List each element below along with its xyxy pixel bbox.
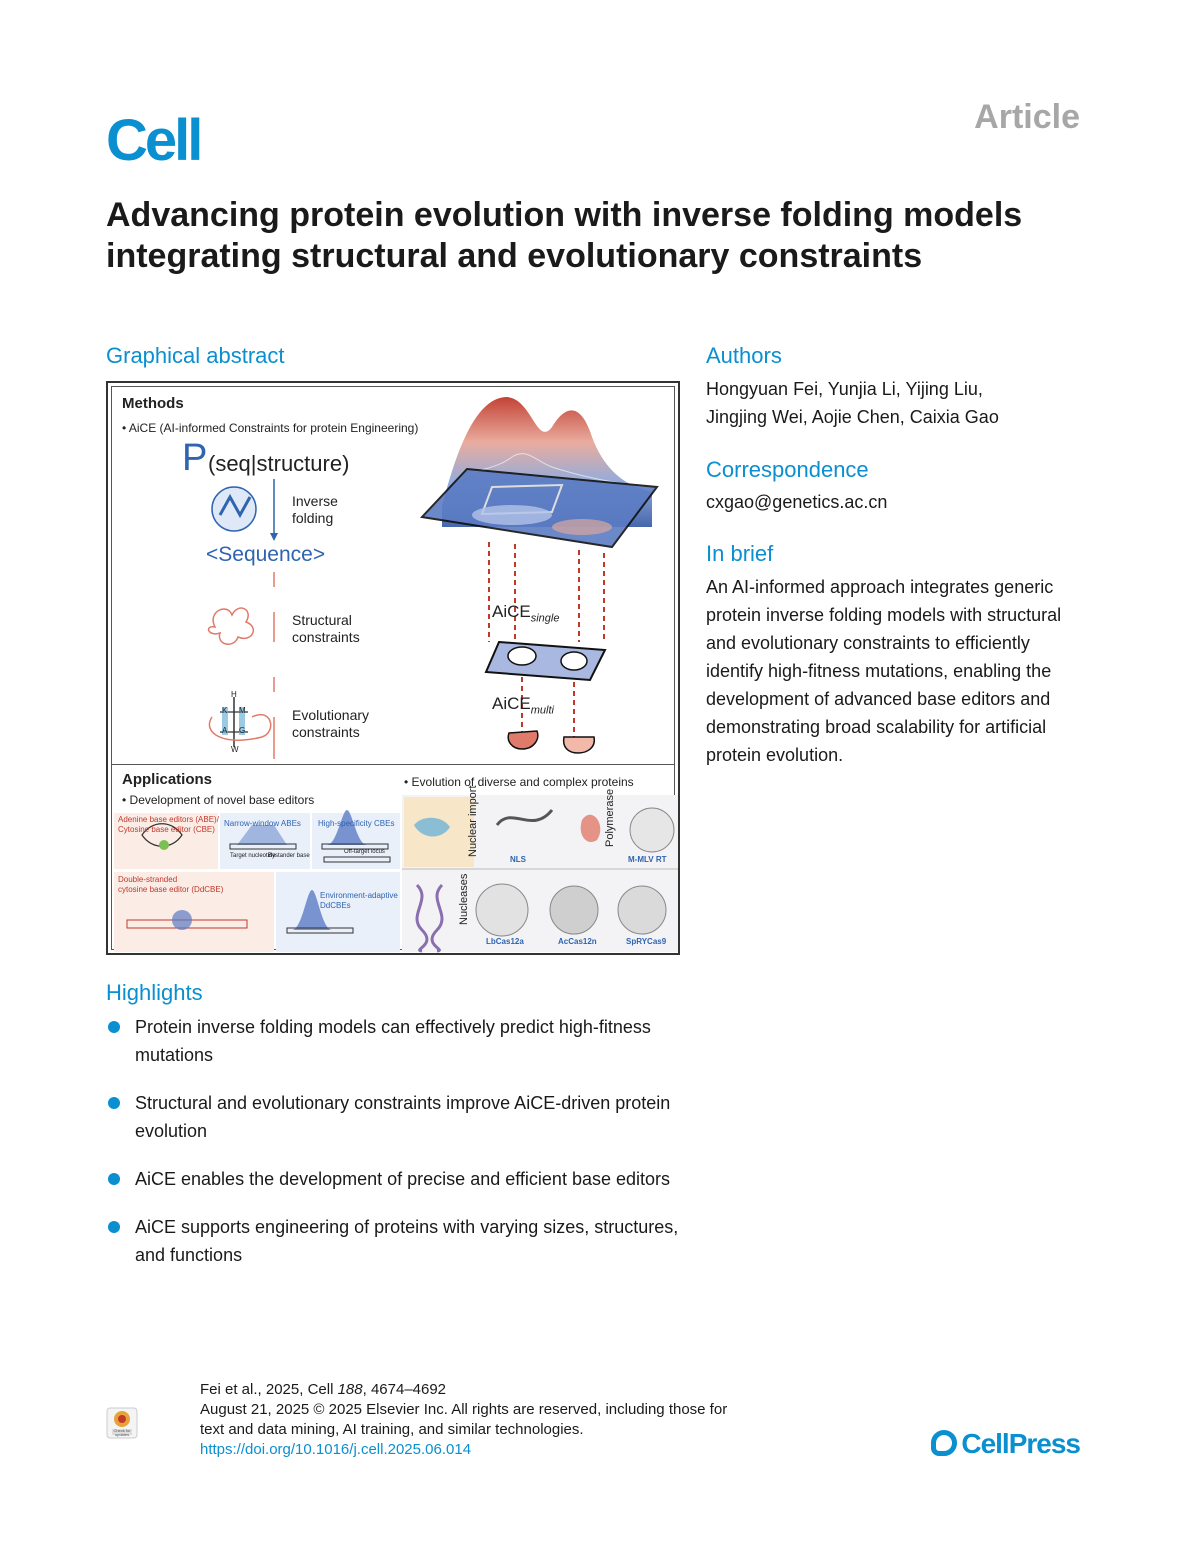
residue-letter: W	[231, 745, 239, 754]
abe-cbe-label: Adenine base editors (ABE)/ Cytosine bas…	[118, 815, 219, 834]
aice-multi-label: AiCEmulti	[492, 694, 554, 717]
in-brief-text: An AI-informed approach integrates gener…	[706, 577, 1062, 765]
formula-condition: (seq|structure)	[208, 451, 350, 476]
polymerase-label: Polymerase	[604, 788, 616, 847]
check-updates-label: Check for updates	[113, 1428, 131, 1437]
residue-letter: G	[239, 726, 246, 735]
evolutionary-constraints-label: Evolutionary constraints	[292, 707, 370, 740]
check-for-updates-badge[interactable]: Check for updates	[106, 1407, 138, 1439]
high-specificity-label: High-specificity CBEs	[318, 819, 395, 828]
highlight-item: AiCE enables the development of precise …	[106, 1165, 686, 1193]
nucleases-label: Nucleases	[458, 873, 470, 925]
lbcas12a-label: LbCas12a	[486, 937, 524, 946]
off-target-label: Off-target locus	[344, 849, 385, 855]
highlight-item: Structural and evolutionary constraints …	[106, 1089, 686, 1145]
doi-link[interactable]: https://doi.org/10.1016/j.cell.2025.06.0…	[200, 1441, 472, 1458]
article-type: Article	[974, 98, 1080, 136]
correspondence-heading: Correspondence	[706, 457, 869, 482]
aice-definition: • AiCE (AI-informed Constraints for prot…	[122, 421, 419, 435]
applications-illustration	[114, 795, 678, 953]
applications-panel: Applications • Development of novel base…	[112, 765, 678, 953]
in-brief-heading: In brief	[706, 541, 774, 566]
cellpress-mark-icon	[931, 1430, 958, 1456]
highlight-item: AiCE supports engineering of proteins wi…	[106, 1213, 686, 1269]
residue-letter: K	[222, 706, 228, 715]
citation-block: Fei et al., 2025, Cell 188, 4674–4692 Au…	[200, 1380, 727, 1460]
copyright-line: August 21, 2025 © 2025 Elsevier Inc. All…	[200, 1401, 728, 1418]
authors-list: Hongyuan Fei, Yunjia Li, Yijing Liu, Jin…	[706, 379, 999, 427]
highlight-item: Protein inverse folding models can effec…	[106, 1013, 686, 1069]
methods-label: Methods	[122, 395, 184, 412]
inverse-folding-label: Inverse folding	[292, 493, 338, 526]
aice-single-label: AiCEsingle	[492, 602, 560, 625]
citation-line: Fei et al., 2025, Cell 188, 4674–4692	[200, 1381, 447, 1398]
residue-letter: A	[222, 726, 228, 735]
article-title: Advancing protein evolution with inverse…	[106, 196, 1023, 275]
target-nucleotide-label: Target nucleotide	[230, 853, 276, 859]
highlights-heading: Highlights	[106, 980, 203, 1005]
residue-letter: M	[239, 706, 246, 715]
rights-line: text and data mining, AI training, and s…	[200, 1421, 584, 1438]
graphical-abstract-heading: Graphical abstract	[106, 343, 285, 368]
bystander-base-label: Bystander base	[268, 853, 310, 859]
authors-heading: Authors	[706, 343, 782, 368]
cellpress-logo: CellPress	[931, 1428, 1081, 1460]
proteins-line: • Evolution of diverse and complex prote…	[404, 775, 634, 789]
structural-constraints-label: Structural constraints	[292, 612, 360, 645]
sprycas9-label: SpRYCas9	[626, 937, 667, 946]
env-adaptive-label: Environment-adaptive DdCBEs	[320, 891, 398, 910]
formula-p: P	[182, 437, 208, 479]
mmlv-label: M-MLV RT	[628, 855, 667, 864]
nuclear-import-label: Nuclear import	[467, 785, 479, 857]
highlights-list: Protein inverse folding models can effec…	[106, 1013, 686, 1289]
fitness-landscape-illustration	[207, 397, 659, 759]
sequence-label: <Sequence>	[206, 543, 326, 566]
residue-letter: H	[231, 690, 237, 699]
correspondence-email[interactable]: cxgao@genetics.ac.cn	[706, 492, 888, 512]
nls-label: NLS	[510, 855, 526, 864]
ddcbe-label: Double-stranded cytosine base editor (Dd…	[118, 875, 224, 894]
applications-label: Applications	[122, 771, 213, 788]
narrow-window-label: Narrow-window ABEs	[224, 819, 301, 828]
methods-panel: Methods • AiCE (AI-informed Constraints …	[112, 387, 674, 765]
base-editors-line: • Development of novel base editors	[122, 793, 315, 807]
graphical-abstract: Methods • AiCE (AI-informed Constraints …	[106, 381, 680, 955]
journal-logo: Cell	[106, 108, 203, 173]
check-updates-icon	[106, 1407, 138, 1439]
accas12n-label: AcCas12n	[558, 937, 597, 946]
